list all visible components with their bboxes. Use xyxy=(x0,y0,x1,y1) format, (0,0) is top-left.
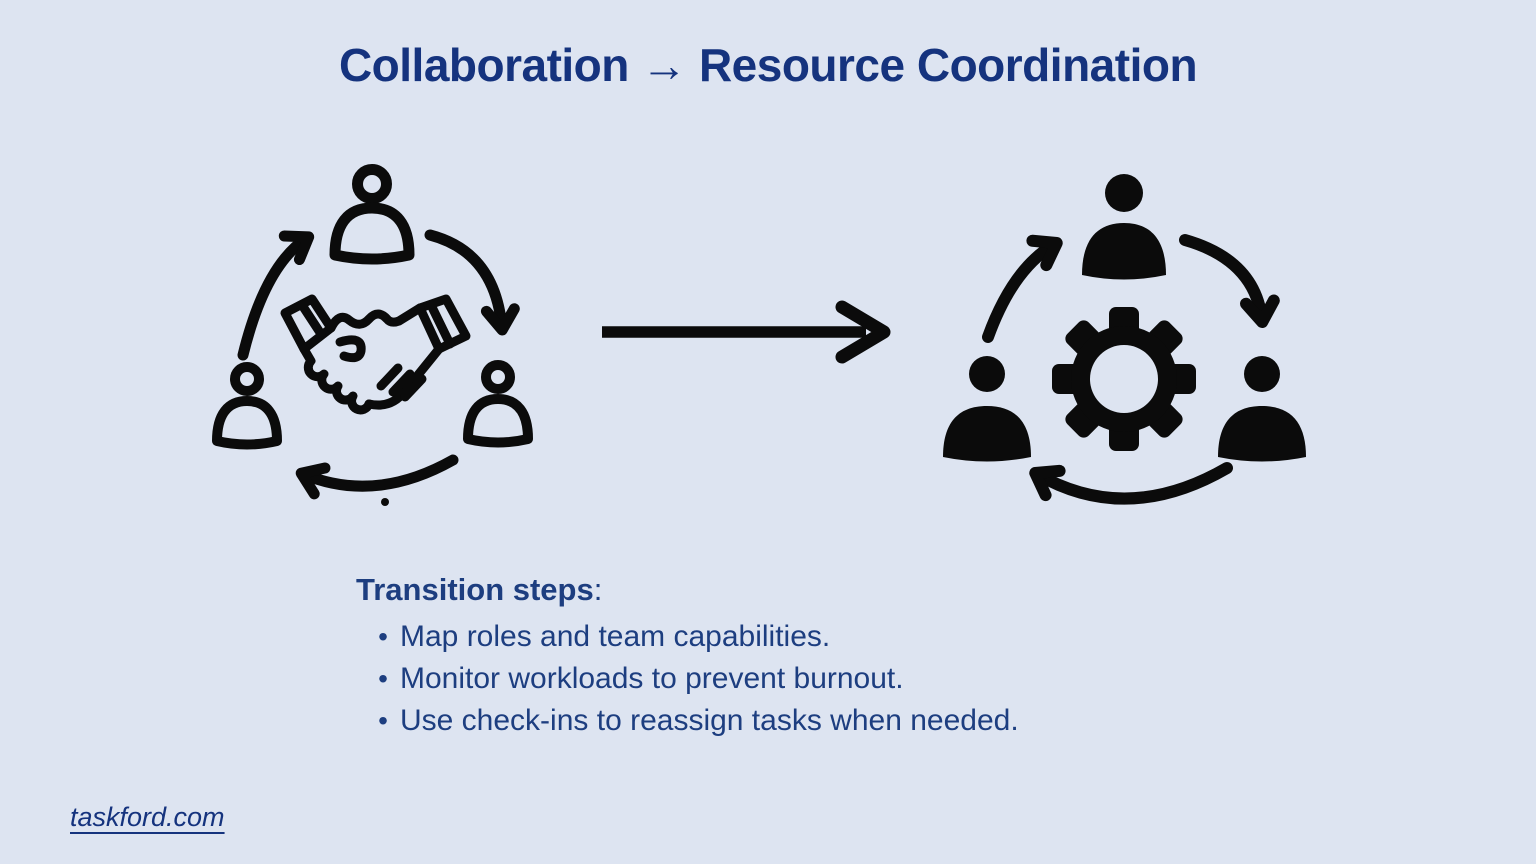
gear-icon xyxy=(1052,307,1196,451)
steps-heading-text: Transition steps xyxy=(356,572,594,607)
list-item: • Map roles and team capabilities. xyxy=(356,616,1019,658)
person-solid-right xyxy=(1218,356,1306,462)
step-text: Map roles and team capabilities. xyxy=(400,620,831,653)
person-outline-left xyxy=(212,362,282,450)
person-outline-top xyxy=(329,164,415,265)
team-gear-cycle-icon xyxy=(943,168,1310,518)
steps-heading: Transition steps: xyxy=(356,572,1019,608)
cycle-arrows xyxy=(237,229,520,500)
steps-list: • Map roles and team capabilities. • Mon… xyxy=(356,616,1019,742)
page-title: Collaboration → Resource Coordination xyxy=(338,39,1198,91)
dot-accent xyxy=(381,498,389,506)
bullet-icon: • xyxy=(378,621,388,652)
bullet-icon: • xyxy=(378,705,388,736)
person-solid-left xyxy=(943,356,1031,462)
cycle-arrows xyxy=(982,234,1280,505)
step-text: Monitor workloads to prevent burnout. xyxy=(400,662,904,695)
footer: taskford.com xyxy=(70,802,225,833)
person-outline-right xyxy=(463,360,533,448)
steps-heading-colon: : xyxy=(593,572,603,607)
list-item: • Use check-ins to reassign tasks when n… xyxy=(356,700,1019,742)
website-link[interactable]: taskford.com xyxy=(70,802,225,832)
handshake-icon xyxy=(280,294,471,415)
step-text: Use check-ins to reassign tasks when nee… xyxy=(400,704,1019,737)
bullet-icon: • xyxy=(378,663,388,694)
list-item: • Monitor workloads to prevent burnout. xyxy=(356,658,1019,700)
right-arrow-icon xyxy=(590,295,910,370)
team-handshake-cycle-icon xyxy=(195,150,555,510)
person-solid-top xyxy=(1082,174,1166,280)
transition-steps-block: Transition steps: • Map roles and team c… xyxy=(356,572,1019,742)
